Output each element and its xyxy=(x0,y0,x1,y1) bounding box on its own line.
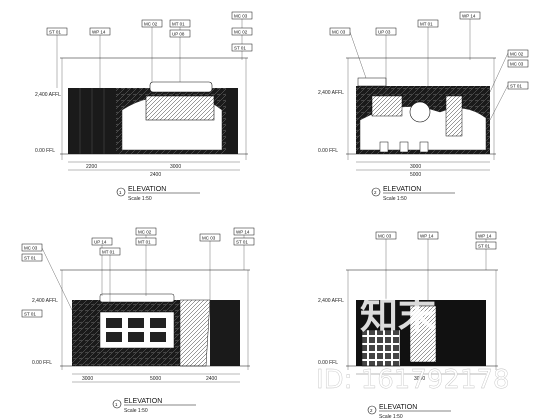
panel-number: 2 xyxy=(370,408,373,413)
material-tag: MT 01 xyxy=(99,247,121,312)
level-label: 0.00 FFL xyxy=(318,148,338,154)
material-tag: MT 01 xyxy=(169,19,191,82)
panel-scale: Scale 1:50 xyxy=(128,196,152,202)
dim-label: 2400 xyxy=(206,376,217,382)
svg-text:MC 03: MC 03 xyxy=(332,30,346,35)
svg-text:ST 01: ST 01 xyxy=(49,30,61,35)
section-marker-icon xyxy=(371,187,381,197)
elevation-panel-3: 3000 5000 2400 2,400 AFFL 0.00 FFL MC 03… xyxy=(21,227,255,414)
svg-text:MC 02: MC 02 xyxy=(144,22,158,27)
level-label: 0.00 FFL xyxy=(35,148,55,154)
material-tag: ST 01 xyxy=(21,309,43,318)
material-tag: UP 08 xyxy=(169,29,191,38)
watermark-brand: 知末 xyxy=(360,293,436,337)
svg-text:WP 14: WP 14 xyxy=(478,234,492,239)
svg-text:MC 02: MC 02 xyxy=(138,230,152,235)
material-tag: MC 03 xyxy=(507,59,529,68)
section-marker-icon xyxy=(116,187,126,197)
svg-text:MC 03: MC 03 xyxy=(234,14,248,19)
svg-text:MC 03: MC 03 xyxy=(378,234,392,239)
svg-text:UP 03: UP 03 xyxy=(378,30,391,35)
material-tag: ST 01 xyxy=(46,27,68,88)
material-tag: MC 03 xyxy=(375,231,397,300)
material-tag: ST 01 xyxy=(475,241,497,250)
panel-scale: Scale 1:50 xyxy=(379,414,403,420)
svg-text:ST 01: ST 01 xyxy=(478,244,490,249)
material-tag: MC 03 xyxy=(21,243,73,311)
material-tag: MC 02 xyxy=(489,49,529,93)
svg-text:WP 14: WP 14 xyxy=(236,230,250,235)
level-label: 0.00 FFL xyxy=(318,360,338,366)
section-marker-icon xyxy=(112,399,122,409)
panel-title: ELEVATION xyxy=(383,186,421,193)
material-tag: MC 02 xyxy=(141,19,163,82)
material-tag: MC 02 xyxy=(231,27,253,36)
material-tag: UP 03 xyxy=(375,27,397,96)
dim-label: 5000 xyxy=(410,172,421,178)
svg-text:MT 01: MT 01 xyxy=(172,22,185,27)
elevation-panel-2: 3000 5000 2,400 AFFL 0.00 FFL MC 03 UP 0… xyxy=(318,11,529,202)
panel-title: ELEVATION xyxy=(128,186,166,193)
dim-label: 3000 xyxy=(410,164,421,170)
material-tag: MC 03 xyxy=(329,27,367,79)
svg-text:MT 01: MT 01 xyxy=(420,22,433,27)
svg-text:UP 08: UP 08 xyxy=(172,32,185,37)
material-tag: ST 01 xyxy=(489,81,529,121)
material-tag: ST 01 xyxy=(231,43,253,52)
elevation-panel-1: 2200 3000 2400 2,400 AFFL 0.00 FFL ST 01… xyxy=(35,11,253,202)
svg-text:MC 03: MC 03 xyxy=(510,62,524,67)
svg-text:WP 14: WP 14 xyxy=(92,30,106,35)
dim-label: 3000 xyxy=(82,376,93,382)
material-tag: WP 14 xyxy=(233,227,255,270)
level-label: 0.00 FFL xyxy=(32,360,52,366)
level-label: 2,400 AFFL xyxy=(32,298,58,304)
panel-title: ELEVATION xyxy=(379,404,417,411)
svg-text:ST 01: ST 01 xyxy=(24,312,36,317)
material-tag: WP 14 xyxy=(89,27,111,90)
dim-label: 2200 xyxy=(86,164,97,170)
panel-number: 1 xyxy=(115,402,118,407)
level-label: 2,400 AFFL xyxy=(318,90,344,96)
dim-label: 3000 xyxy=(170,164,181,170)
material-tag: UP 14 xyxy=(91,237,113,296)
material-tag: MT 01 xyxy=(135,237,157,246)
dim-label: 2400 xyxy=(150,172,161,178)
watermark-id: ID: 161792178 xyxy=(316,365,510,395)
svg-text:UP 14: UP 14 xyxy=(94,240,107,245)
panel-number: 1 xyxy=(119,190,122,195)
svg-text:WP 14: WP 14 xyxy=(420,234,434,239)
material-tag: MC 03 xyxy=(231,11,253,60)
svg-text:ST 01: ST 01 xyxy=(24,256,36,261)
panel-number: 2 xyxy=(374,190,377,195)
panel-scale: Scale 1:50 xyxy=(383,196,407,202)
material-tag: WP 14 xyxy=(475,231,497,270)
dim-label: 3000 xyxy=(414,376,425,382)
svg-text:MC 02: MC 02 xyxy=(234,30,248,35)
svg-text:MC 03: MC 03 xyxy=(202,236,216,241)
material-tag: ST 01 xyxy=(21,253,43,262)
material-tag: WP 14 xyxy=(417,231,439,306)
svg-text:ST 01: ST 01 xyxy=(236,240,248,245)
svg-text:MT 01: MT 01 xyxy=(102,250,115,255)
dim-label: 5000 xyxy=(150,376,161,382)
panel-scale: Scale 1:50 xyxy=(124,408,148,414)
svg-text:MC 03: MC 03 xyxy=(24,246,38,251)
level-label: 2,400 AFFL xyxy=(35,92,61,98)
material-tag: ST 01 xyxy=(233,237,255,246)
svg-text:WP 14: WP 14 xyxy=(462,14,476,19)
material-tag: MT 01 xyxy=(417,19,439,100)
elevation-panel-4: 3000 2,400 AFFL 0.00 FFL MC 03 WP 14 WP … xyxy=(318,231,498,420)
level-label: 2,400 AFFL xyxy=(318,298,344,304)
panel-title: ELEVATION xyxy=(124,398,162,405)
svg-text:MC 02: MC 02 xyxy=(510,52,524,57)
material-tag: MC 03 xyxy=(199,233,221,300)
svg-text:MT 01: MT 01 xyxy=(138,240,151,245)
material-tag: WP 14 xyxy=(459,11,481,60)
svg-text:ST 01: ST 01 xyxy=(510,84,522,89)
section-marker-icon xyxy=(367,405,377,415)
svg-text:ST 01: ST 01 xyxy=(234,46,246,51)
